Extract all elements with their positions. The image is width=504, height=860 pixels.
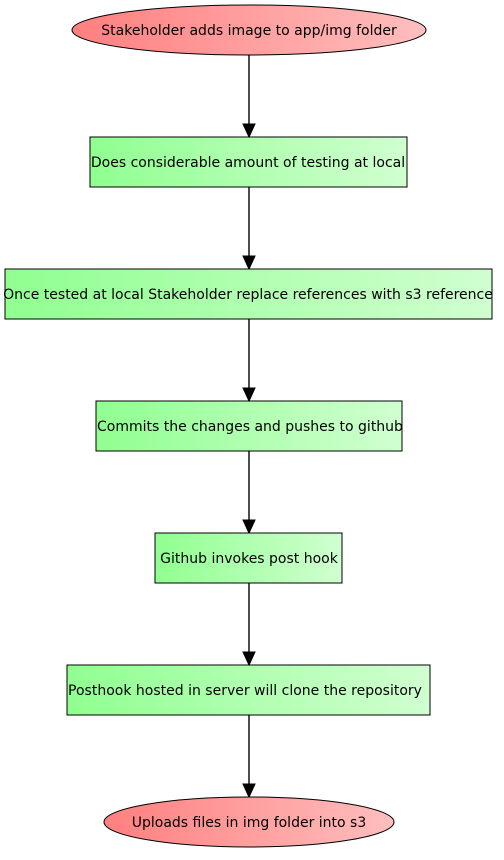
nodes: Stakeholder adds image to app/img folder… (3, 4, 493, 848)
node-commit-push-label: Commits the changes and pushes to github (97, 419, 403, 435)
edge-start-to-testing (242, 55, 256, 139)
node-start-label: Stakeholder adds image to app/img folder (101, 23, 397, 39)
node-upload-label: Uploads files in img folder into s3 (132, 815, 367, 831)
node-replace-refs-label: Once tested at local Stakeholder replace… (3, 287, 493, 303)
edge-clone-repo-to-upload (242, 715, 256, 799)
edge-testing-to-replace-refs (242, 187, 256, 271)
edges (242, 55, 256, 799)
node-testing-label: Does considerable amount of testing at l… (91, 155, 405, 171)
node-testing: Does considerable amount of testing at l… (89, 136, 408, 188)
edge-replace-refs-to-commit-push (242, 319, 256, 403)
node-clone-repo: Posthook hosted in server will clone the… (66, 664, 431, 716)
edge-post-hook-to-clone-repo (242, 583, 256, 667)
edge-commit-push-to-post-hook (242, 451, 256, 535)
node-post-hook-label: Github invokes post hook (160, 551, 339, 567)
node-post-hook: Github invokes post hook (154, 532, 343, 584)
node-commit-push: Commits the changes and pushes to github (95, 400, 403, 452)
node-upload: Uploads files in img folder into s3 (103, 796, 395, 848)
node-start: Stakeholder adds image to app/img folder (71, 4, 427, 56)
node-clone-repo-label: Posthook hosted in server will clone the… (68, 683, 422, 699)
node-replace-refs: Once tested at local Stakeholder replace… (3, 268, 493, 320)
